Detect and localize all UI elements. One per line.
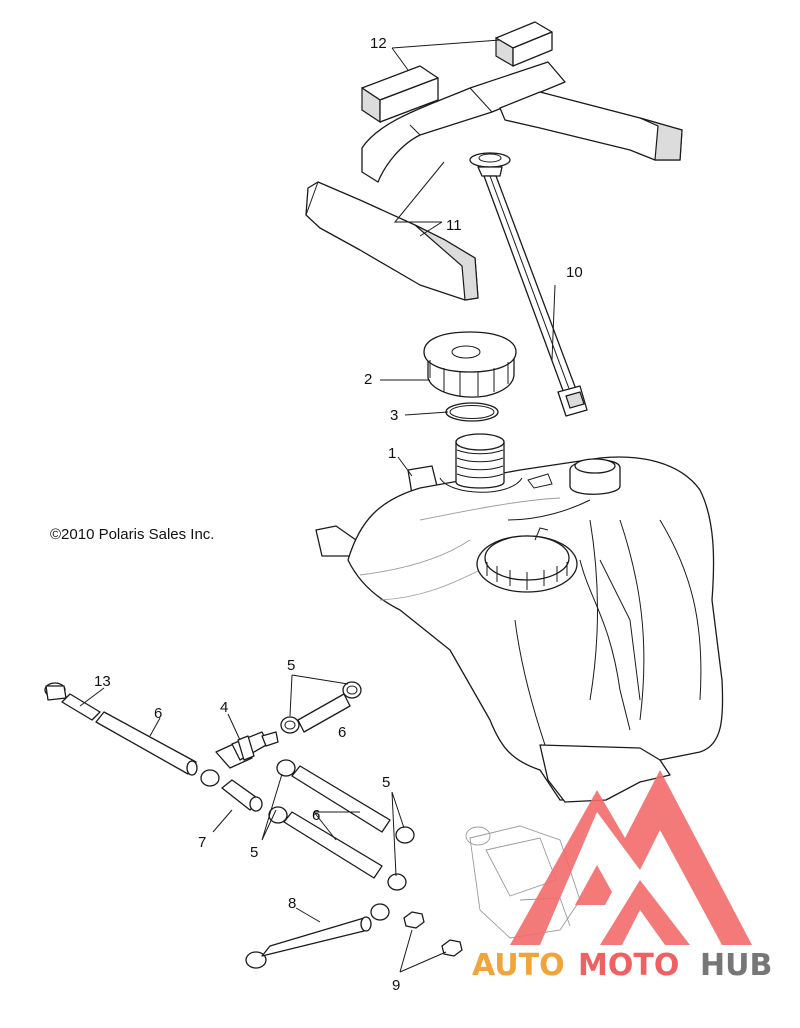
clamp-bottom-left xyxy=(245,951,267,969)
clamp-mid-left xyxy=(200,769,220,787)
callout-10: 10 xyxy=(566,264,583,281)
fuel-valve xyxy=(215,731,279,769)
hose-6-upper xyxy=(297,693,351,733)
clamp-lower-left xyxy=(268,806,288,824)
callout-6-upper: 6 xyxy=(338,724,346,741)
callout-13: 13 xyxy=(94,673,111,690)
callout-9: 9 xyxy=(392,977,400,994)
clamp-mid xyxy=(276,759,296,777)
o-ring xyxy=(445,402,499,422)
callout-5-right: 5 xyxy=(382,774,390,791)
hose-13-assembly xyxy=(44,682,101,721)
callout-12: 12 xyxy=(370,35,387,52)
callout-5-lower: 5 xyxy=(250,844,258,861)
callout-labels: 12 11 10 2 3 1 5 6 13 6 4 5 6 5 7 8 9 xyxy=(94,35,583,994)
hose-6-middle xyxy=(291,765,391,833)
foam-block-left xyxy=(361,65,439,124)
clamp-lower-right xyxy=(370,903,390,921)
hose-6-long xyxy=(95,711,198,776)
logo-text-auto: AUTO xyxy=(472,948,565,983)
fuel-tank xyxy=(315,433,724,803)
clamp-right-1 xyxy=(395,826,415,844)
callout-7: 7 xyxy=(198,834,206,851)
clamp-upper-left xyxy=(280,716,300,734)
logo-text-moto: MOTO xyxy=(578,948,679,983)
callout-8: 8 xyxy=(288,895,296,912)
logo-triangle-outer xyxy=(510,770,752,945)
hose-6-lower xyxy=(283,811,383,879)
nut-upper xyxy=(403,911,425,929)
logo-triangle-inner xyxy=(600,880,690,945)
nut-lower xyxy=(441,939,463,957)
leader-lines xyxy=(79,39,556,973)
callout-3: 3 xyxy=(390,407,398,424)
seat-pad-assembly xyxy=(305,61,683,301)
automotohub-logo: AUTO MOTO HUB xyxy=(472,770,772,983)
clamp-upper-right xyxy=(342,681,362,699)
callout-11: 11 xyxy=(446,217,462,234)
foam-block-right xyxy=(495,21,553,68)
hose-8 xyxy=(261,916,372,957)
fuel-cap xyxy=(423,331,517,398)
fuel-sender xyxy=(469,152,588,417)
callout-2: 2 xyxy=(364,371,372,388)
logo-text-hub: HUB xyxy=(700,948,772,983)
callout-6-lower: 6 xyxy=(312,807,320,824)
callout-1: 1 xyxy=(388,445,396,462)
logo-inner-mark xyxy=(575,865,612,905)
fitting-7 xyxy=(221,779,263,812)
callout-5-upper: 5 xyxy=(287,657,295,674)
callout-6-left: 6 xyxy=(154,705,162,722)
clamp-right-2 xyxy=(387,873,407,891)
callout-4: 4 xyxy=(220,699,228,716)
copyright-notice: ©2010 Polaris Sales Inc. xyxy=(50,526,214,543)
